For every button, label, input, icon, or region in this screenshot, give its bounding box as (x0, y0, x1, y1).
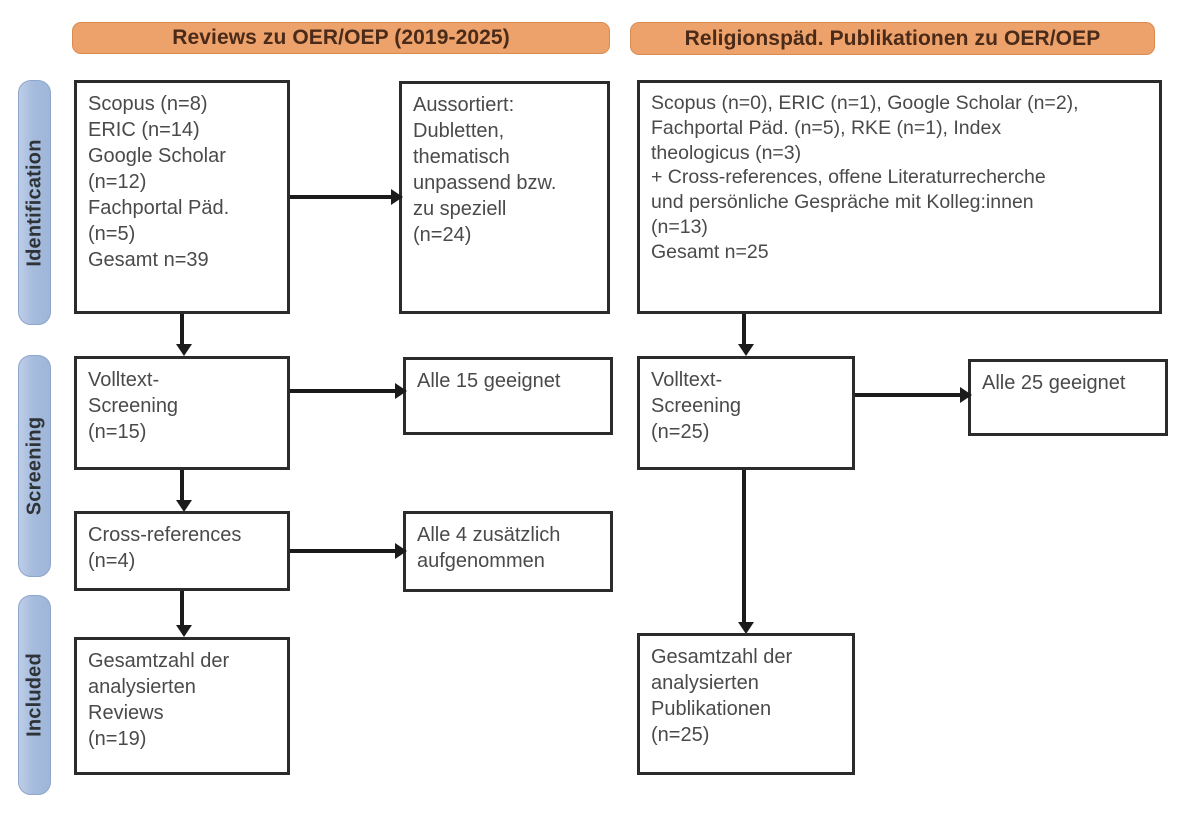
stage-label-screening: Screening (23, 416, 45, 516)
connector-id-left-to-excluded (290, 195, 391, 199)
arrowhead-screening-right-to-outcome (960, 387, 972, 403)
stage-label-identification: Identification (23, 138, 45, 267)
box-identification-sources-right: Scopus (n=0), ERIC (n=1), Google Scholar… (637, 80, 1162, 314)
connector-screening-right-to-outcome (855, 393, 960, 397)
stage-rail-screening: Screening (18, 355, 51, 577)
box-included-reviews: Gesamtzahl der analysierten Reviews (n=1… (74, 637, 290, 775)
stage-label-included: Included (23, 653, 45, 737)
connector-screening-to-crossrefs (180, 470, 184, 500)
stage-rail-included: Included (18, 595, 51, 795)
connector-screening-left-to-outcome (290, 389, 395, 393)
box-cross-references: Cross-references (n=4) (74, 511, 290, 591)
box-identification-excluded: Aussortiert: Dubletten, thematisch unpas… (399, 81, 610, 314)
arrowhead-id-left-to-screening (176, 344, 192, 356)
box-screening-fulltext-left: Volltext- Screening (n=15) (74, 356, 290, 470)
arrowhead-id-left-to-excluded (391, 189, 403, 205)
box-included-publications: Gesamtzahl der analysierten Publikatione… (637, 633, 855, 775)
connector-id-right-to-screening (742, 314, 746, 344)
arrowhead-screening-right-to-included (738, 622, 754, 634)
box-cross-references-outcome: Alle 4 zusätzlich aufgenommen (403, 511, 613, 592)
column-header-reviews: Reviews zu OER/OEP (2019-2025) (72, 22, 610, 54)
connector-screening-right-to-included (742, 470, 746, 622)
connector-id-left-to-screening (180, 314, 184, 344)
stage-rail-identification: Identification (18, 80, 51, 325)
arrowhead-id-right-to-screening (738, 344, 754, 356)
box-screening-outcome-left: Alle 15 geeignet (403, 357, 613, 435)
column-header-publications: Religionspäd. Publikationen zu OER/OEP (630, 22, 1155, 55)
arrowhead-screening-left-to-outcome (395, 383, 407, 399)
connector-crossrefs-to-included (180, 591, 184, 625)
arrowhead-crossrefs-to-included (176, 625, 192, 637)
arrowhead-crossrefs-to-outcome (395, 543, 407, 559)
box-screening-outcome-right: Alle 25 geeignet (968, 359, 1168, 436)
box-screening-fulltext-right: Volltext- Screening (n=25) (637, 356, 855, 470)
box-identification-sources-left: Scopus (n=8) ERIC (n=14) Google Scholar … (74, 80, 290, 314)
arrowhead-screening-to-crossrefs (176, 500, 192, 512)
connector-crossrefs-to-outcome (290, 549, 395, 553)
